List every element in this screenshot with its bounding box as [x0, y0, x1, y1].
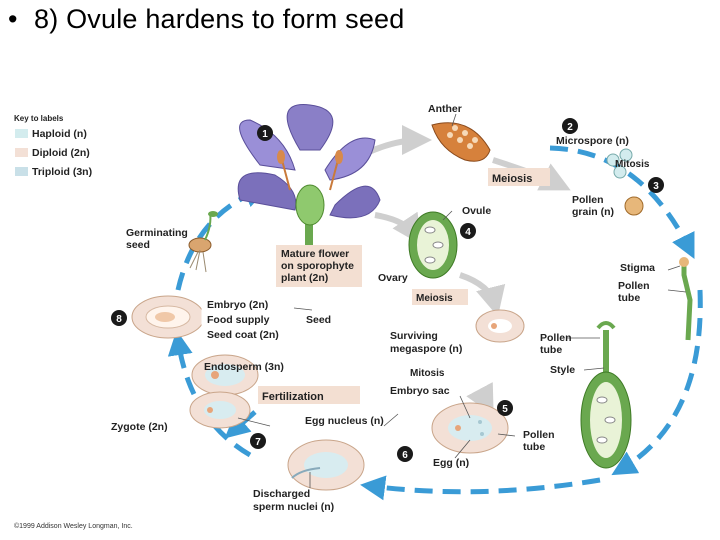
- label-pollen-tube-right-1: Pollen: [618, 280, 650, 292]
- label-pollen-tube-mid-2: tube: [540, 344, 562, 356]
- label-seed: Seed: [306, 314, 331, 326]
- step-1-number: 1: [262, 129, 268, 140]
- label-ovary: Ovary: [378, 272, 408, 284]
- diploid-swatch: [15, 148, 28, 157]
- step-5-number: 5: [502, 404, 508, 415]
- label-surviving-1: Surviving: [390, 330, 438, 342]
- label-embryo: Embryo (2n): [207, 299, 268, 311]
- label-mitosis-mid: Mitosis: [410, 368, 445, 379]
- zygote-ovule: [189, 391, 251, 429]
- arrow-embryo-sac: [466, 382, 494, 416]
- step-7-number: 7: [255, 437, 261, 448]
- label-pollen-grain-2: grain (n): [572, 206, 614, 218]
- key-haploid: Haploid (n): [32, 128, 87, 140]
- leader-lines: [237, 113, 687, 488]
- step-7-marker: [250, 433, 266, 449]
- arrow-right-bottom: [611, 289, 703, 476]
- key-to-labels: Key to labels Haploid (n) Diploid (2n) T…: [14, 114, 92, 178]
- arrow-to-ovule: [374, 211, 422, 245]
- label-meiosis-mid: Meiosis: [416, 293, 453, 304]
- step-1-marker: [257, 125, 273, 141]
- label-pollen-grain-1: Pollen: [572, 194, 604, 206]
- germinating-seed: [188, 211, 218, 273]
- label-pollen-tube-right-2: tube: [618, 292, 640, 304]
- ovary-section: [408, 211, 458, 279]
- megaspore-ovule: [475, 309, 525, 343]
- mature-flower: [237, 104, 381, 255]
- arrow-meiosis: [459, 272, 506, 317]
- label-mitosis-top: Mitosis: [615, 159, 650, 170]
- label-pollen-tube-low-2: tube: [523, 441, 545, 453]
- label-mature-1: Mature flower: [281, 248, 349, 260]
- label-surviving-2: megaspore (n): [390, 343, 462, 355]
- step-4-number: 4: [465, 227, 471, 238]
- slide-title: • 8) Ovule hardens to form seed: [8, 4, 405, 35]
- label-mature-3: plant (2n): [281, 272, 328, 284]
- label-germinating-2: seed: [126, 239, 150, 251]
- label-germinating-1: Germinating: [126, 227, 188, 239]
- step-6-number: 6: [402, 450, 408, 461]
- label-mature-2: on sporophyte: [281, 260, 354, 272]
- label-pollen-tube-low-1: Pollen: [523, 429, 555, 441]
- label-microspore: Microspore (n): [556, 135, 629, 147]
- label-discharged-1: Discharged: [253, 488, 310, 500]
- step-2-number: 2: [567, 122, 573, 133]
- endosperm-seed: [191, 354, 259, 396]
- bullet: •: [8, 4, 18, 34]
- label-ovule: Ovule: [462, 205, 491, 217]
- slide-title-text: 8) Ovule hardens to form seed: [34, 4, 405, 34]
- label-pollen-tube-mid-1: Pollen: [540, 332, 572, 344]
- label-anther: Anther: [428, 103, 462, 115]
- step-3-number: 3: [653, 181, 659, 192]
- label-seed-coat: Seed coat (2n): [207, 329, 279, 341]
- seed-illustration: [131, 295, 205, 339]
- step-8-marker: [111, 310, 127, 326]
- embryo-sac-ovule: [431, 402, 509, 454]
- label-embryo-sac: Embryo sac: [390, 385, 450, 397]
- step-markers: 1 2 3 4 5 6 7 8: [111, 118, 664, 462]
- step-6-marker: [397, 446, 413, 462]
- arrow-bottom: [360, 475, 601, 501]
- triploid-swatch: [15, 167, 28, 176]
- step-5-marker: [497, 400, 513, 416]
- label-endosperm: Endosperm (3n): [204, 361, 284, 373]
- pistil: [580, 257, 693, 469]
- label-meiosis-top: Meiosis: [492, 173, 532, 185]
- label-stigma: Stigma: [620, 262, 655, 274]
- arrow-zygote: [224, 410, 257, 439]
- step-8-number: 8: [116, 314, 122, 325]
- label-style: Style: [550, 364, 575, 376]
- step-2-marker: [562, 118, 578, 134]
- copyright-notice: ©1999 Addison Wesley Longman, Inc.: [14, 522, 133, 530]
- anther: [431, 122, 491, 162]
- label-boxes: [201, 168, 550, 404]
- diagram-labels: Anther Microspore (n) Mitosis Meiosis Po…: [111, 103, 655, 513]
- label-food-supply: Food supply: [207, 314, 270, 326]
- haploid-swatch: [15, 129, 28, 138]
- key-triploid: Triploid (3n): [32, 166, 92, 178]
- label-egg: Egg (n): [433, 457, 469, 469]
- step-4-marker: [460, 223, 476, 239]
- label-zygote: Zygote (2n): [111, 421, 168, 433]
- key-diploid: Diploid (2n): [32, 147, 90, 159]
- label-discharged-2: sperm nuclei (n): [253, 501, 334, 513]
- arrow-left-top: [175, 183, 270, 291]
- key-heading: Key to labels: [14, 114, 64, 123]
- label-egg-nucleus: Egg nucleus (n): [305, 415, 384, 427]
- label-fertilization: Fertilization: [262, 391, 324, 403]
- pollen-grains: [606, 148, 644, 216]
- arrow-right-top: [549, 145, 695, 259]
- fertilization-ovule: [287, 439, 365, 491]
- step-3-marker: [648, 177, 664, 193]
